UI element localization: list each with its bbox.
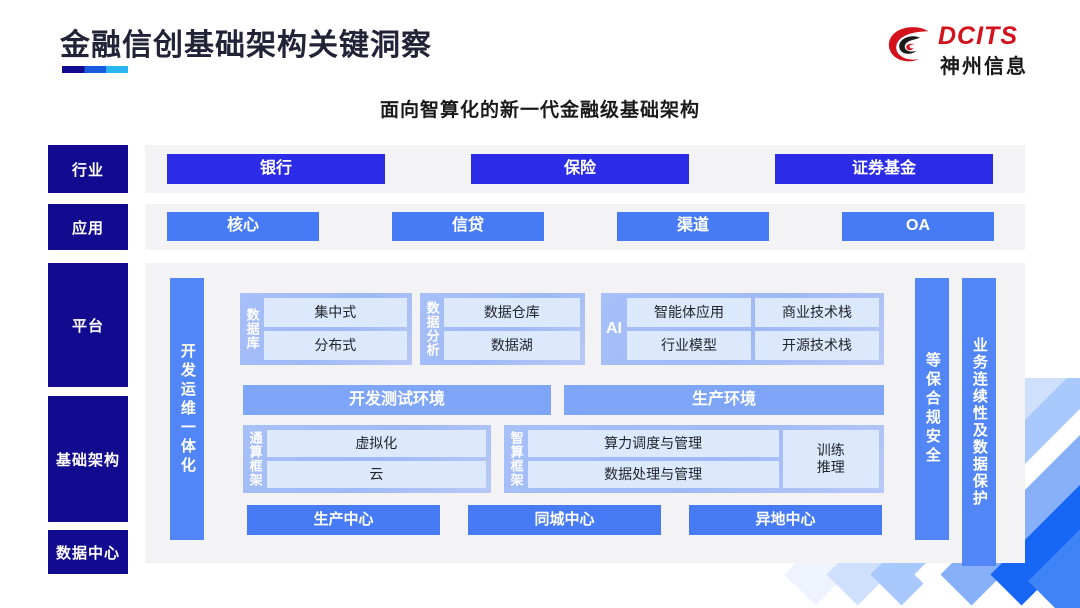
sub-chip-distributed[interactable]: 分布式 xyxy=(263,331,407,360)
group-label-intelligent-compute: 智算框架 xyxy=(508,431,524,487)
vbar-business-continuity[interactable]: 业务连续性及数据保护 xyxy=(962,278,996,566)
sub-chip-train-inference[interactable]: 训练 推理 xyxy=(782,430,879,488)
env-chip-production[interactable]: 生产环境 xyxy=(564,385,884,415)
stage-label-platform: 平台 xyxy=(48,263,128,387)
datacenter-chip-remote[interactable]: 异地中心 xyxy=(689,505,882,535)
logo-text-en: DCITS xyxy=(938,22,1018,50)
application-chip-credit[interactable]: 信贷 xyxy=(392,212,544,241)
sub-chip-cloud[interactable]: 云 xyxy=(266,461,486,488)
vbar-compliance-security[interactable]: 等保合规安全 xyxy=(915,278,949,540)
env-chip-dev-test[interactable]: 开发测试环境 xyxy=(243,385,551,415)
industry-chip-bank[interactable]: 银行 xyxy=(167,154,385,184)
logo-text-cn: 神州信息 xyxy=(940,56,1028,78)
sub-chip-industry-model[interactable]: 行业模型 xyxy=(627,331,751,360)
group-database[interactable]: 数据库 集中式 分布式 xyxy=(240,293,412,365)
sub-chip-data-warehouse[interactable]: 数据仓库 xyxy=(443,298,580,327)
application-chip-channel[interactable]: 渠道 xyxy=(617,212,769,241)
sub-chip-compute-scheduling[interactable]: 算力调度与管理 xyxy=(527,430,779,457)
stage-label-infrastructure: 基础架构 xyxy=(48,396,128,522)
diagram-subtitle: 面向智算化的新一代金融级基础架构 xyxy=(379,100,700,121)
stage-label-datacenter: 数据中心 xyxy=(48,530,128,574)
stage-label-industry: 行业 xyxy=(48,145,128,193)
sub-chip-virtualization[interactable]: 虚拟化 xyxy=(266,430,486,457)
group-general-compute-framework[interactable]: 通算框架 虚拟化 云 xyxy=(243,425,491,493)
sub-chip-data-lake[interactable]: 数据湖 xyxy=(443,331,580,360)
application-chip-oa[interactable]: OA xyxy=(842,212,994,241)
datacenter-chip-production[interactable]: 生产中心 xyxy=(247,505,440,535)
group-label-general-compute: 通算框架 xyxy=(247,431,263,487)
group-ai[interactable]: AI 智能体应用 行业模型 商业技术栈 开源技术栈 xyxy=(601,293,884,365)
group-label-database: 数据库 xyxy=(244,308,260,350)
sub-chip-centralized[interactable]: 集中式 xyxy=(263,298,407,327)
dcits-swoosh-logo xyxy=(888,27,929,62)
group-data-analysis[interactable]: 数据分析 数据仓库 数据湖 xyxy=(420,293,585,365)
industry-chip-securities-fund[interactable]: 证券基金 xyxy=(775,154,993,184)
datacenter-chip-same-city[interactable]: 同城中心 xyxy=(468,505,661,535)
industry-chip-insurance[interactable]: 保险 xyxy=(471,154,689,184)
sub-chip-opensource-stack[interactable]: 开源技术栈 xyxy=(755,331,879,360)
application-chip-core[interactable]: 核心 xyxy=(167,212,319,241)
sub-chip-data-processing[interactable]: 数据处理与管理 xyxy=(527,461,779,488)
title-underline xyxy=(62,66,128,73)
group-label-data-analysis: 数据分析 xyxy=(424,301,440,357)
stage-label-application: 应用 xyxy=(48,204,128,250)
sub-chip-agent-application[interactable]: 智能体应用 xyxy=(627,298,751,327)
group-intelligent-compute-framework[interactable]: 智算框架 算力调度与管理 数据处理与管理 训练 推理 xyxy=(504,425,884,493)
sub-chip-commercial-stack[interactable]: 商业技术栈 xyxy=(755,298,879,327)
dcits-logo: DCITS 神州信息 xyxy=(886,20,1046,78)
page-title: 金融信创基础架构关键洞察 xyxy=(60,29,432,62)
vbar-devops[interactable]: 开发运维一体化 xyxy=(170,278,204,540)
group-label-ai: AI xyxy=(606,319,622,337)
